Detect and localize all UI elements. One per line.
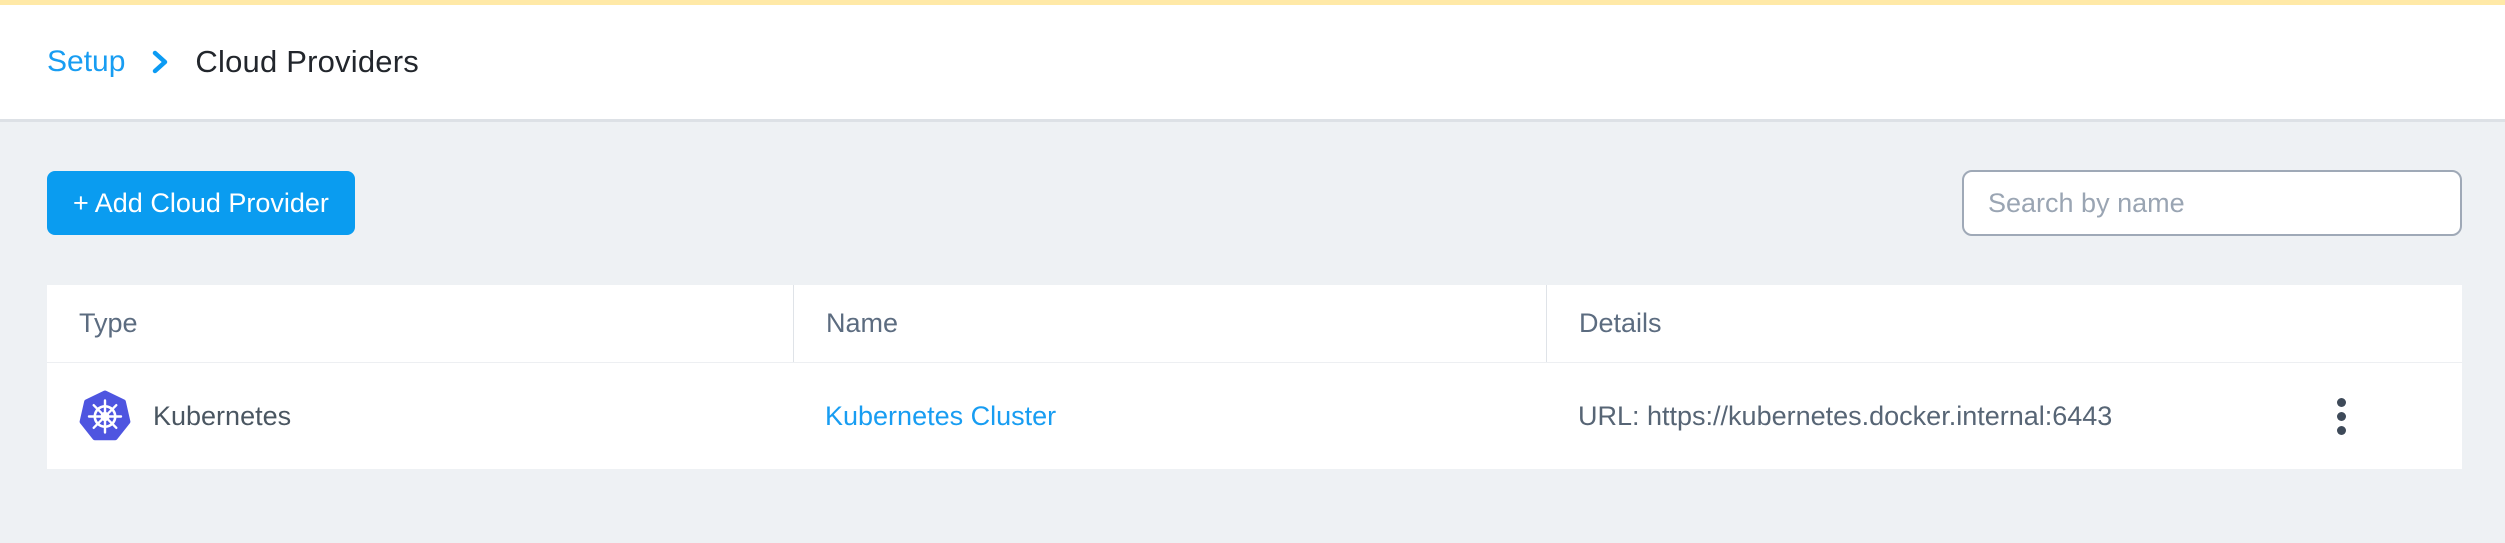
table-header-row: Type Name Details (47, 285, 2462, 363)
row-menu-button[interactable] (2325, 390, 2358, 443)
top-accent-strip (0, 0, 2505, 5)
column-header-details: Details (1546, 285, 2462, 362)
search-input[interactable] (1962, 170, 2462, 236)
add-cloud-provider-button[interactable]: + Add Cloud Provider (47, 171, 355, 235)
cell-type: Kubernetes (47, 363, 793, 469)
chevron-right-icon (149, 49, 171, 75)
content-area: + Add Cloud Provider Type Name Details (0, 122, 2505, 469)
breadcrumb-setup-link[interactable]: Setup (47, 45, 126, 78)
cloud-providers-table: Type Name Details (47, 285, 2462, 469)
cell-details: URL: https://kubernetes.docker.internal:… (1546, 363, 2462, 469)
column-header-name: Name (793, 285, 1546, 362)
page-title: Cloud Providers (195, 44, 419, 79)
provider-type-label: Kubernetes (153, 400, 292, 431)
column-header-type: Type (79, 308, 138, 338)
toolbar: + Add Cloud Provider (47, 170, 2462, 236)
provider-name-link[interactable]: Kubernetes Cluster (825, 400, 1057, 431)
kebab-menu-icon (2337, 397, 2346, 407)
provider-details-text: URL: https://kubernetes.docker.internal:… (1578, 400, 2113, 431)
breadcrumb: Setup Cloud Providers (47, 44, 419, 80)
table-row[interactable]: Kubernetes Kubernetes Cluster URL: https… (47, 363, 2462, 469)
page-header: Setup Cloud Providers (0, 5, 2505, 122)
kubernetes-icon (79, 390, 131, 442)
cell-name: Kubernetes Cluster (793, 363, 1546, 469)
